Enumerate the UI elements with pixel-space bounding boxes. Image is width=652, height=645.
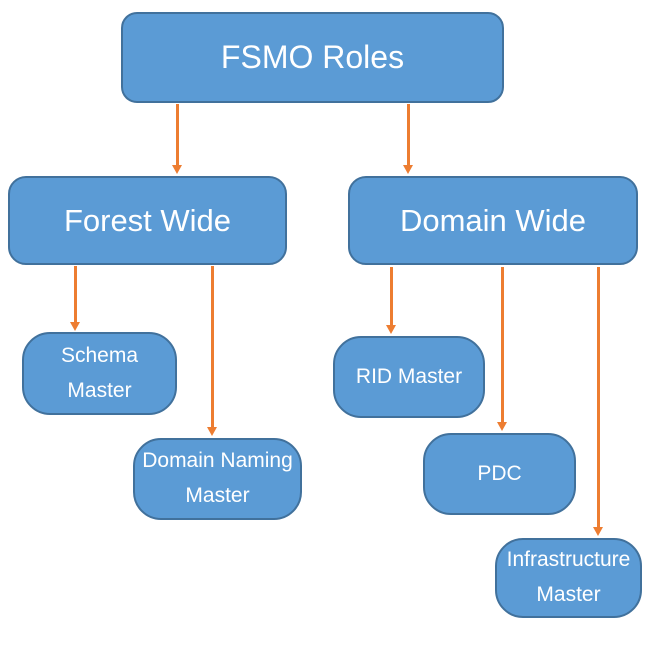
arrow-shaft [73,266,77,323]
node-pdc: PDC [423,433,576,515]
arrow-head-icon [207,427,217,436]
arrow-head-icon [593,527,603,536]
arrow-shaft [596,267,600,528]
arrow-shaft [500,267,504,423]
node-forest-wide: Forest Wide [8,176,287,265]
arrow-fsmo-roles-to-domain-wide [403,104,413,174]
node-fsmo-roles: FSMO Roles [121,12,504,103]
node-schema-master: Schema Master [22,332,177,415]
arrow-domain-wide-to-rid-master [386,267,396,334]
arrow-shaft [389,267,393,326]
arrow-head-icon [386,325,396,334]
arrow-domain-wide-to-infrastructure-master [593,267,603,536]
node-rid-master: RID Master [333,336,485,418]
arrow-shaft [175,104,179,166]
arrow-head-icon [497,422,507,431]
arrow-head-icon [70,322,80,331]
arrow-forest-wide-to-schema-master [70,266,80,331]
arrow-forest-wide-to-domain-naming-master [207,266,217,436]
arrow-shaft [210,266,214,428]
node-infrastructure-master: Infrastructure Master [495,538,642,618]
node-domain-wide: Domain Wide [348,176,638,265]
arrow-fsmo-roles-to-forest-wide [172,104,182,174]
node-domain-naming-master: Domain Naming Master [133,438,302,520]
arrow-shaft [406,104,410,166]
arrow-head-icon [172,165,182,174]
arrow-head-icon [403,165,413,174]
arrow-domain-wide-to-pdc [497,267,507,431]
